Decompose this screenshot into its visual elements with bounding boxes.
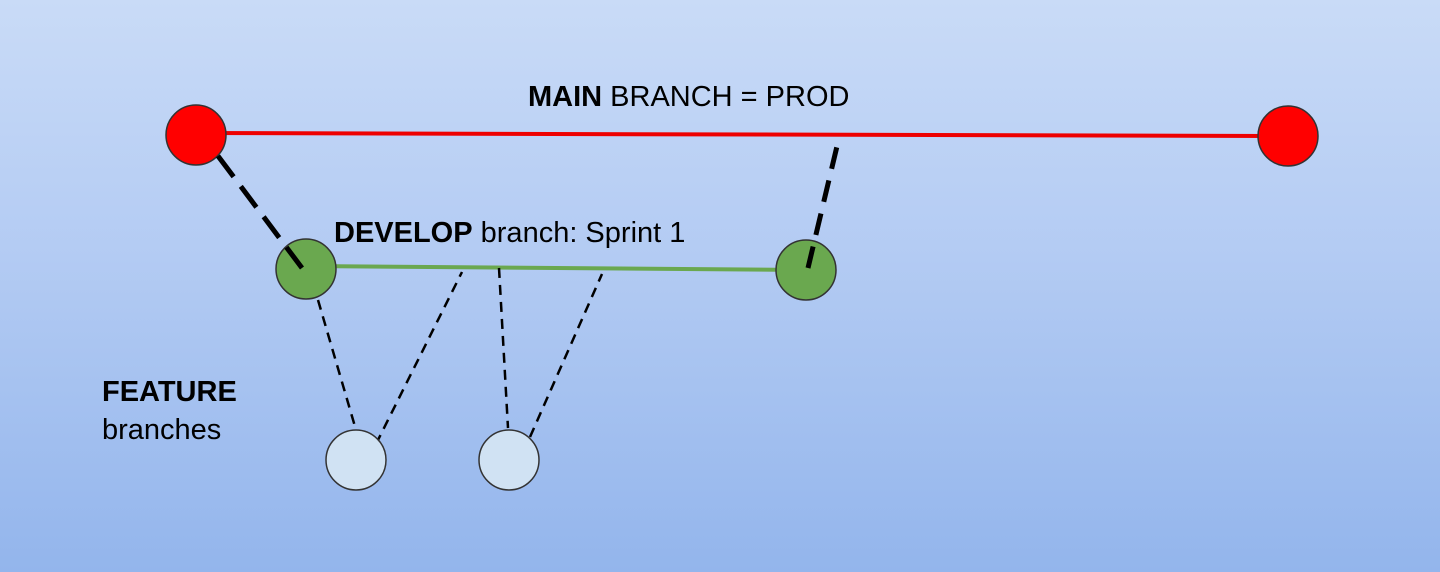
main-branch-label: MAIN BRANCH = PROD <box>528 79 849 115</box>
feature-2-merge <box>528 273 604 438</box>
feature-node-2 <box>478 429 540 491</box>
main-start-node <box>165 104 227 166</box>
feature-branches-label-bold: FEATURE <box>102 376 237 408</box>
main-branch-label-bold: MAIN <box>528 81 603 113</box>
feature-1-merge <box>374 271 464 445</box>
develop-branch-label-bold: DEVELOP <box>334 217 473 249</box>
feature-1-branch-off <box>316 299 358 431</box>
develop-branch-line <box>305 264 807 272</box>
merge-develop-to-main <box>805 141 841 269</box>
develop-branch-label: DEVELOP branch: Sprint 1 <box>334 215 685 251</box>
main-branch-line <box>195 131 1289 138</box>
develop-end-node <box>775 239 837 301</box>
develop-start-node <box>275 238 337 300</box>
develop-branch-label-rest: branch: Sprint 1 <box>472 217 686 249</box>
branch-off-main-to-develop <box>216 154 310 278</box>
main-end-node <box>1257 105 1319 167</box>
feature-branches-label-rest: branches <box>102 414 222 446</box>
feature-2-branch-off <box>497 267 510 429</box>
main-branch-label-rest: BRANCH = PROD <box>602 81 850 113</box>
feature-branches-label: FEATURE branches <box>102 373 237 449</box>
feature-node-1 <box>325 429 387 491</box>
